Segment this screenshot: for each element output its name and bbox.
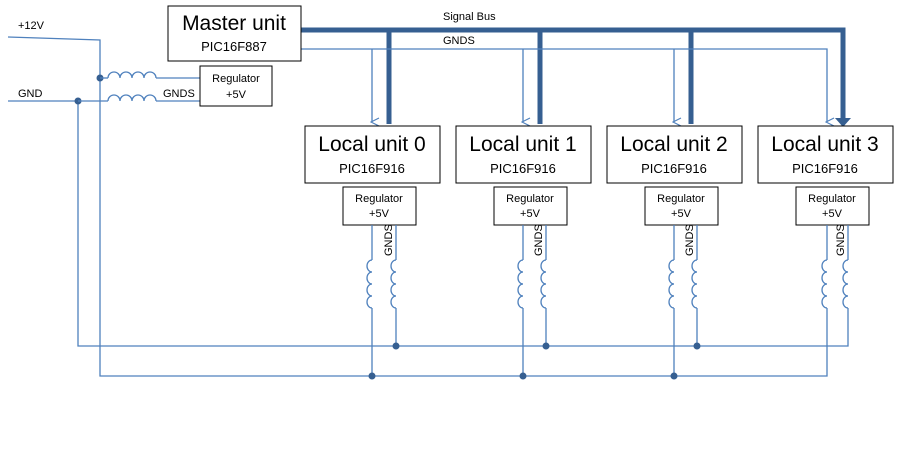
junction-dot <box>670 372 678 380</box>
junction-dot <box>368 372 376 380</box>
local-regulator-label: Regulator <box>657 193 705 205</box>
inductor-coil <box>107 94 157 102</box>
master-unit-title: Master unit <box>182 12 286 35</box>
gnds-bus-label: GNDS <box>443 35 475 47</box>
inductor-coil <box>821 259 828 309</box>
local-unit-title: Local unit 3 <box>771 133 878 156</box>
local-regulator-box <box>493 186 568 226</box>
supply-12v-label: +12V <box>18 20 45 32</box>
local-unit-chip: PIC16F916 <box>490 161 556 176</box>
local-regulator-label: Regulator <box>506 193 554 205</box>
junction-dot <box>693 342 701 350</box>
master-unit-chip: PIC16F887 <box>201 39 267 54</box>
inductor-coil <box>390 259 397 309</box>
master-regulator-voltage: +5V <box>226 89 247 101</box>
local-regulator-voltage: +5V <box>520 208 541 220</box>
local-unit-1: Local unit 1 PIC16F916 Regulator +5V GND… <box>455 125 592 380</box>
supply-12v-rail <box>7 36 828 377</box>
local-regulator-label: Regulator <box>355 193 403 205</box>
signal-bus-arrowhead <box>835 118 851 127</box>
inductor-coil <box>517 259 524 309</box>
local-unit-title: Local unit 0 <box>318 133 425 156</box>
local-unit-box <box>304 125 441 184</box>
inductor-coil <box>691 259 698 309</box>
local-regulator-voltage: +5V <box>822 208 843 220</box>
local-gnds-label: GNDS <box>684 224 696 256</box>
local-regulator-voltage: +5V <box>671 208 692 220</box>
local-unit-title: Local unit 1 <box>469 133 576 156</box>
local-unit-box <box>606 125 743 184</box>
junction-dot <box>392 342 400 350</box>
signal-bus-label: Signal Bus <box>443 11 496 23</box>
inductor-coil <box>366 259 373 309</box>
local-unit-box <box>455 125 592 184</box>
inductor-coil <box>842 259 849 309</box>
signal-bus <box>300 27 846 122</box>
local-regulator-box <box>342 186 417 226</box>
local-gnds-label: GNDS <box>383 224 395 256</box>
local-unit-0: Local unit 0 PIC16F916 Regulator +5V GND… <box>304 125 441 380</box>
inductor-coil <box>668 259 675 309</box>
gnds-line <box>300 48 827 122</box>
junction-dot <box>519 372 527 380</box>
local-gnds-label: GNDS <box>835 224 847 256</box>
local-regulator-box <box>644 186 719 226</box>
inductor-coil <box>540 259 547 309</box>
local-unit-title: Local unit 2 <box>620 133 727 156</box>
local-unit-box <box>757 125 894 184</box>
local-regulator-label: Regulator <box>808 193 856 205</box>
local-unit-chip: PIC16F916 <box>641 161 707 176</box>
ground-label: GND <box>18 88 43 100</box>
inductor-coil <box>107 71 157 79</box>
local-unit-chip: PIC16F916 <box>339 161 405 176</box>
ground-rail <box>8 100 849 347</box>
local-unit-chip: PIC16F916 <box>792 161 858 176</box>
local-unit-2: Local unit 2 PIC16F916 Regulator +5V GND… <box>606 125 743 380</box>
local-unit-3: Local unit 3 PIC16F916 Regulator +5V GND… <box>757 125 894 332</box>
master-gnds-label: GNDS <box>163 88 195 100</box>
junction-dot <box>542 342 550 350</box>
master-regulator-label: Regulator <box>212 73 260 85</box>
local-regulator-box <box>795 186 870 226</box>
local-gnds-label: GNDS <box>533 224 545 256</box>
local-regulator-voltage: +5V <box>369 208 390 220</box>
master-regulator-box <box>199 65 273 107</box>
master-unit-box <box>167 5 302 62</box>
